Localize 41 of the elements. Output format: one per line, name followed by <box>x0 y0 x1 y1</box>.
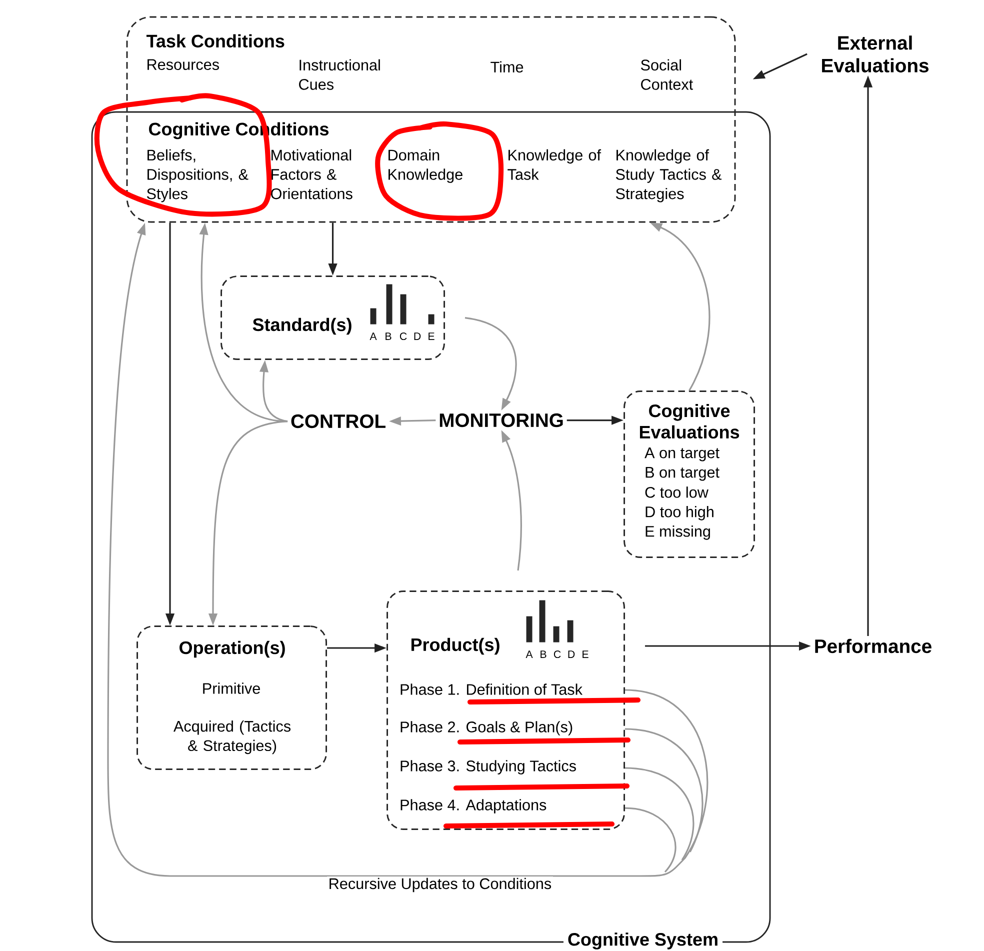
label-text: CONTROL <box>291 414 386 428</box>
item-text: Knowledge of Task <box>508 149 602 180</box>
bar-letter: C <box>554 650 561 658</box>
item-text: Resources <box>148 59 219 70</box>
label-text: External Evaluations <box>822 36 928 72</box>
bar-letter: A <box>526 650 533 658</box>
bar-letter: D <box>568 650 575 658</box>
item-text: Instructional Cues <box>299 59 380 90</box>
list-item: C too low <box>645 486 708 498</box>
bar-letter: A <box>370 332 377 340</box>
list-item: B on target <box>646 467 720 481</box>
phase-text: Phase 3. Studying Tactics <box>400 760 576 774</box>
item-text: Primitive <box>203 682 260 694</box>
bar-letter: B <box>540 650 546 658</box>
item-text: Acquired (Tactics & Strategies) <box>174 720 290 754</box>
list-item: E missing <box>646 526 710 540</box>
heading: Operation(s) <box>180 640 285 658</box>
bar-letter: E <box>428 332 434 340</box>
heading: Task Conditions <box>146 34 284 48</box>
edge-label: Recursive Updates to Conditions <box>327 876 553 894</box>
phase-text: Phase 1. Definition of Task <box>400 684 583 695</box>
heading: Cognitive System <box>563 932 723 950</box>
phase-text: Phase 2. Goals & Plan(s) <box>400 721 572 736</box>
label-text: Performance <box>815 638 932 654</box>
bar-letter: C <box>400 332 407 340</box>
item-text: Beliefs, Dispositions, & Styles <box>146 149 248 202</box>
bar-letter: B <box>386 332 392 340</box>
item-text: Social Context <box>640 59 693 90</box>
phase-text: Phase 4. Adaptations <box>400 799 546 814</box>
item-text: Domain Knowledge <box>388 149 462 183</box>
item-text: Motivational Factors & Orientations <box>271 149 352 200</box>
list-item: D too high <box>646 506 714 520</box>
bar-letter: E <box>582 650 588 658</box>
heading: Cognitive Evaluations <box>640 404 740 439</box>
label-text: MONITORING <box>440 413 563 428</box>
bar-letter: D <box>414 332 421 340</box>
list-item: A on target <box>644 448 720 462</box>
item-text: Knowledge of Study Tactics & Strategies <box>616 149 722 202</box>
heading: Product(s) <box>411 638 500 655</box>
heading: Standard(s) <box>252 318 352 335</box>
item-text: Time <box>490 61 524 73</box>
